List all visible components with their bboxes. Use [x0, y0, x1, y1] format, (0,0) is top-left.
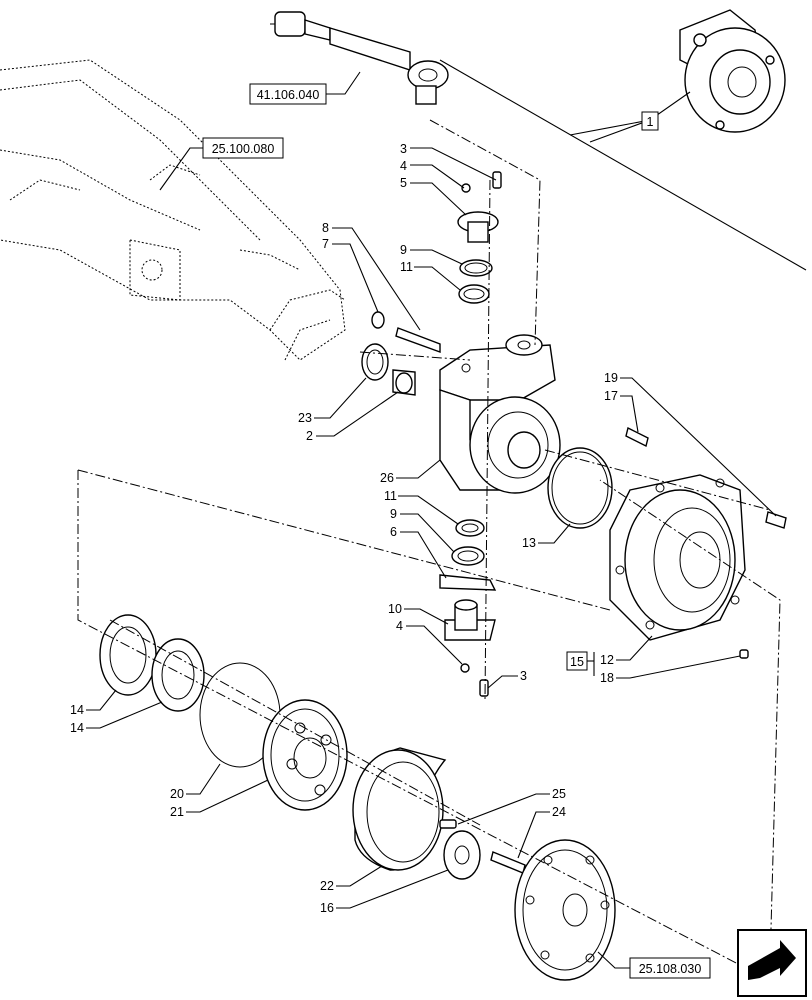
svg-text:11: 11: [400, 260, 413, 274]
svg-text:15: 15: [570, 655, 584, 669]
svg-text:12: 12: [600, 653, 614, 667]
boxed-label-group-15[interactable]: 15: [566, 651, 595, 676]
svg-text:16: 16: [320, 901, 334, 915]
callout-25: 25: [457, 787, 566, 825]
axle-housing-outline: [0, 59, 346, 361]
wheel-hub-part: [609, 426, 787, 659]
svg-text:20: 20: [170, 787, 184, 801]
callout-4-low: 4: [396, 619, 463, 665]
callout-2: 2: [306, 391, 399, 443]
callout-16: 16: [320, 869, 449, 915]
svg-text:3: 3: [520, 669, 527, 683]
svg-text:24: 24: [552, 805, 566, 819]
callout-24: 24: [517, 805, 566, 859]
callout-10: 10: [388, 602, 449, 625]
callout-5: 5: [400, 176, 467, 216]
lower-kingpin-parts: [439, 519, 497, 697]
upper-kingpin-parts: [457, 171, 502, 304]
boxed-label-assembly[interactable]: 1: [641, 111, 659, 131]
planet-plate-part: [439, 819, 526, 880]
callout-18: 18: [600, 655, 741, 685]
svg-text:41.106.040: 41.106.040: [257, 88, 320, 102]
svg-text:14: 14: [70, 721, 84, 735]
reference-axle-housing[interactable]: 25.100.080: [159, 137, 284, 191]
bushings-and-stud: [361, 311, 441, 396]
callout-14-a: 14: [70, 689, 117, 717]
gear-carrier-part: [262, 699, 348, 811]
svg-text:2: 2: [306, 429, 313, 443]
callout-17: 17: [604, 389, 639, 433]
svg-text:13: 13: [522, 536, 536, 550]
cover-part: [514, 839, 616, 981]
ring-gear-part: [352, 747, 447, 871]
callout-11-top: 11: [400, 260, 461, 291]
bearings-part: [99, 614, 205, 712]
callout-13: 13: [522, 523, 571, 550]
callout-26: 26: [380, 459, 441, 485]
callout-7: 7: [322, 237, 379, 313]
svg-text:9: 9: [390, 507, 397, 521]
svg-text:25.108.030: 25.108.030: [639, 962, 702, 976]
svg-text:18: 18: [600, 671, 614, 685]
svg-text:8: 8: [322, 221, 329, 235]
svg-text:3: 3: [400, 142, 407, 156]
callout-23: 23: [298, 377, 367, 425]
callout-9-top: 9: [400, 243, 463, 265]
reference-cover[interactable]: 25.108.030: [597, 951, 711, 979]
svg-text:19: 19: [604, 371, 618, 385]
svg-text:25: 25: [552, 787, 566, 801]
callout-6: 6: [390, 525, 447, 579]
next-page-arrow-icon[interactable]: [737, 929, 807, 997]
seal-ring-part: [547, 447, 613, 529]
reference-tie-rod[interactable]: 41.106.040: [249, 71, 361, 105]
svg-text:14: 14: [70, 703, 84, 717]
callout-21: 21: [170, 779, 269, 819]
svg-text:17: 17: [604, 389, 618, 403]
svg-text:21: 21: [170, 805, 184, 819]
tie-rod-part: [270, 11, 449, 105]
svg-text:1: 1: [647, 115, 654, 129]
svg-text:11: 11: [384, 489, 397, 503]
callout-3-top: 3: [400, 142, 497, 181]
callout-11-low: 11: [384, 489, 459, 525]
svg-text:9: 9: [400, 243, 407, 257]
callout-4-top: 4: [400, 159, 465, 189]
svg-text:10: 10: [388, 602, 402, 616]
svg-text:23: 23: [298, 411, 312, 425]
callout-20: 20: [170, 763, 221, 801]
svg-text:4: 4: [396, 619, 403, 633]
svg-text:25.100.080: 25.100.080: [212, 142, 275, 156]
hub-assembly-thumbnail: [679, 9, 786, 133]
svg-text:7: 7: [322, 237, 329, 251]
callout-19: 19: [604, 371, 777, 517]
callout-3-low: 3: [487, 669, 527, 689]
svg-text:6: 6: [390, 525, 397, 539]
callout-14-b: 14: [70, 701, 163, 735]
center-lines: [77, 119, 781, 966]
callout-8: 8: [322, 221, 421, 331]
callout-22: 22: [320, 865, 383, 893]
callout-12: 12: [600, 635, 653, 667]
svg-text:5: 5: [400, 176, 407, 190]
svg-text:4: 4: [400, 159, 407, 173]
steering-knuckle-part: [439, 334, 561, 494]
svg-text:22: 22: [320, 879, 334, 893]
callout-9-low: 9: [390, 507, 455, 553]
svg-text:26: 26: [380, 471, 394, 485]
